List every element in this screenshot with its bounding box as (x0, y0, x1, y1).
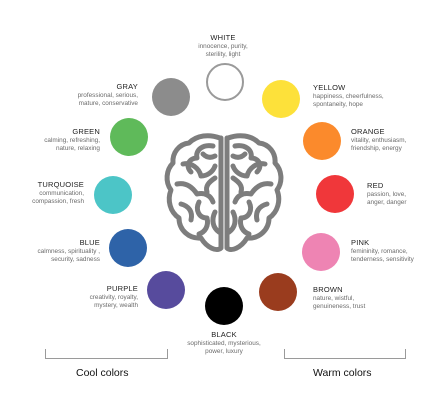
pink-swatch (302, 233, 340, 271)
black-swatch (205, 287, 243, 325)
gray-label: GRAY (116, 82, 138, 91)
cool-colors-label: Cool colors (76, 367, 129, 379)
black-description: sophisticated, mysterious, power, luxury (187, 340, 261, 355)
turquoise-swatch (94, 176, 132, 214)
green-swatch (110, 118, 148, 156)
brown-swatch (259, 273, 297, 311)
turquoise-description: communication, compassion, fresh (32, 190, 84, 205)
pink-label: PINK (351, 238, 370, 247)
brown-description: nature, wistful, genuineness, trust (313, 295, 366, 310)
purple-description: creativity, royalty, mystery, wealth (89, 294, 138, 309)
turquoise-label: TURQUOISE (37, 180, 84, 189)
white-description: innocence, purity, sterility, light (198, 43, 248, 58)
pink-description: femininity, romance, tenderness, sensiti… (351, 248, 414, 263)
warm-colors-label: Warm colors (313, 367, 372, 379)
green-description: calming, refreshing, nature, relaxing (44, 137, 100, 152)
orange-description: vitality, enthusiasm, friendship, energy (351, 137, 407, 152)
white-swatch (206, 63, 244, 101)
brown-label: BROWN (313, 285, 343, 294)
gray-swatch (152, 78, 190, 116)
orange-swatch (303, 122, 341, 160)
gray-description: professional, serious, mature, conservat… (77, 92, 138, 107)
yellow-swatch (262, 80, 300, 118)
red-description: passion, love, anger, danger (367, 191, 407, 206)
brain-outline (164, 133, 284, 253)
cool-colors-bracket (45, 349, 168, 359)
warm-colors-bracket (284, 349, 406, 359)
brain-icon (164, 133, 284, 253)
white-label: WHITE (210, 33, 236, 42)
purple-swatch (147, 271, 185, 309)
yellow-label: YELLOW (313, 83, 346, 92)
blue-description: calmness, spirituality , security, sadne… (37, 248, 100, 263)
green-label: GREEN (72, 127, 100, 136)
blue-label: BLUE (79, 238, 100, 247)
orange-label: ORANGE (351, 127, 385, 136)
yellow-description: happiness, cheerfulness, spontaneity, ho… (313, 93, 384, 108)
red-label: RED (367, 181, 384, 190)
purple-label: PURPLE (106, 284, 138, 293)
blue-swatch (109, 229, 147, 267)
red-swatch (316, 175, 354, 213)
black-label: BLACK (211, 330, 237, 339)
